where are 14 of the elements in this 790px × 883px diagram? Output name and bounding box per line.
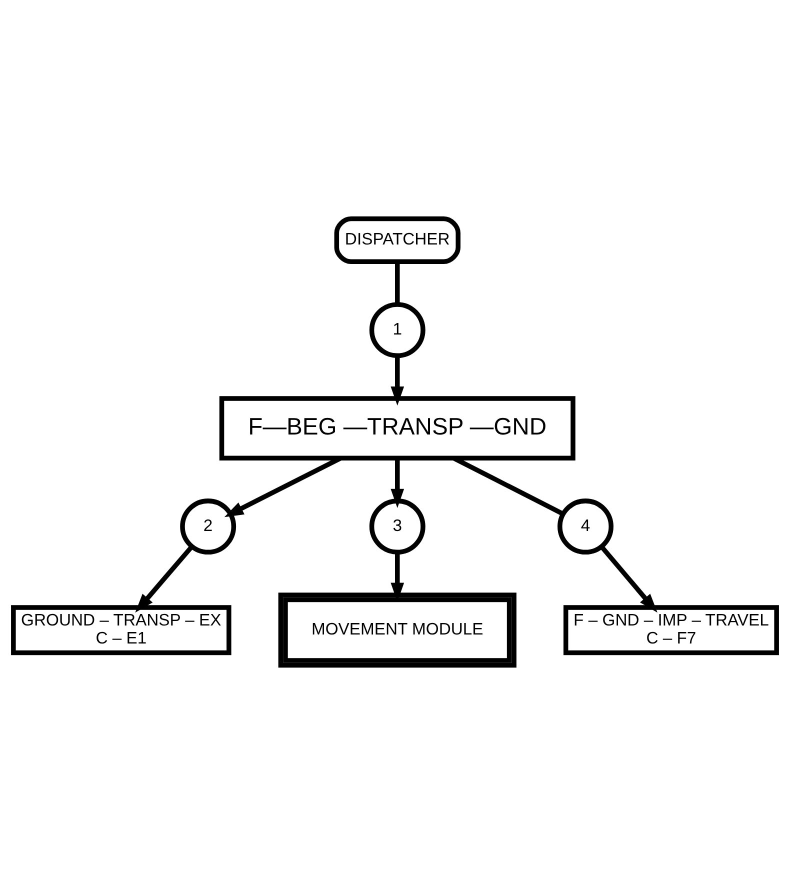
node-circle: 1 bbox=[369, 302, 426, 358]
node-box: MOVEMENT MODULE bbox=[278, 592, 516, 668]
node-box: GROUND – TRANSP – EX C – E1 bbox=[11, 604, 232, 655]
node-circle: 2 bbox=[180, 498, 236, 554]
node-box: F—BEG —TRANSP —GND bbox=[219, 396, 576, 460]
node-box: DISPATCHER bbox=[334, 216, 460, 264]
node-circle: 3 bbox=[369, 498, 426, 554]
connector bbox=[395, 261, 400, 304]
arrow bbox=[135, 544, 194, 612]
arrow bbox=[600, 544, 658, 612]
arrow bbox=[390, 355, 404, 406]
arrow bbox=[390, 458, 404, 508]
node-circle: 4 bbox=[558, 498, 614, 554]
node-box: F – GND – IMP – TRAVEL C – F7 bbox=[563, 604, 779, 655]
